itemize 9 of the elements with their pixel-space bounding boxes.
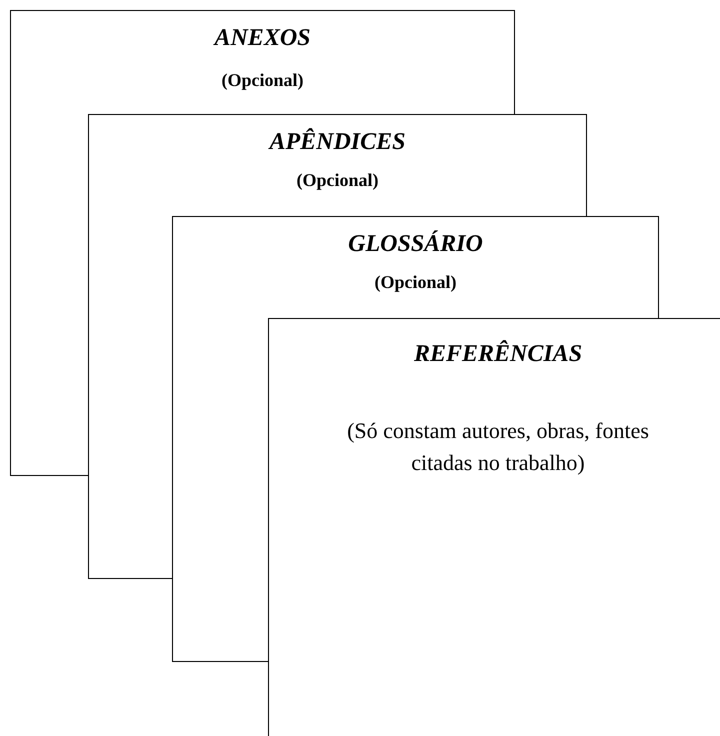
section-title: REFERÊNCIAS <box>414 341 582 368</box>
description-text: (Só constam autores, obras, fontes citadas no trabalho) <box>346 417 650 477</box>
section-title: GLOSSÁRIO <box>348 231 483 258</box>
optional-note: (Opcional) <box>221 69 304 92</box>
optional-note: (Opcional) <box>296 169 378 192</box>
optional-note: (Opcional) <box>374 271 456 294</box>
section-title: APÊNDICES <box>269 129 406 156</box>
page-sheet <box>268 318 720 736</box>
section-title: ANEXOS <box>214 25 311 52</box>
